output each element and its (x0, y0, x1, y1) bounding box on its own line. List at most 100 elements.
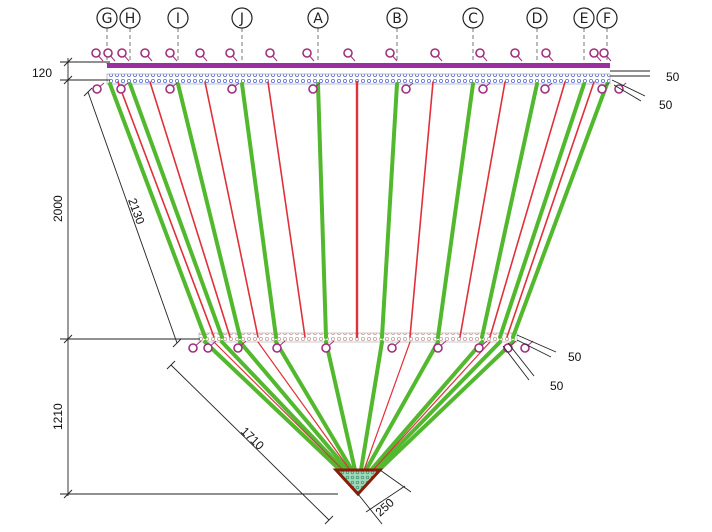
axis-bubble-i (167, 7, 189, 29)
axis-bubble-b (386, 7, 408, 29)
upper-main-bar (480, 82, 539, 339)
upper-main-bar (380, 82, 399, 339)
top-node (541, 48, 551, 58)
upper-main-bar (498, 82, 586, 339)
lower-secondary-bar (257, 341, 351, 471)
axis-bubble-g (96, 7, 118, 29)
top-node (589, 48, 599, 58)
axis-label-d: D (532, 11, 543, 27)
dim-inclined-lower: 1710 (238, 424, 267, 453)
axis-label-b: B (392, 11, 402, 27)
upper-main-bar (176, 82, 242, 339)
upper-main-bar (316, 82, 328, 339)
upper-secondary-bar (489, 81, 566, 338)
axis-bubble-c (462, 7, 484, 29)
dim-offset-top-1: 50 (666, 70, 680, 84)
top-node (510, 48, 520, 58)
axis-label-f: F (603, 11, 611, 27)
axis-label-c: C (468, 11, 478, 27)
dim-offset-mid-2: 50 (550, 379, 564, 393)
upper-main-bar (108, 82, 207, 339)
lower-main-bar (364, 340, 440, 472)
dim-apex-width: 250 (373, 495, 397, 519)
lower-secondary-bar (372, 341, 491, 471)
lower-secondary-bar (213, 341, 344, 471)
dim-offset-mid-1: 50 (568, 350, 582, 364)
axis-label-e: E (580, 11, 589, 27)
lower-main-bar (220, 340, 346, 472)
top-node (195, 48, 205, 58)
dim-vertical-upper: 2000 (51, 195, 65, 222)
top-node (302, 48, 312, 58)
middle-node (272, 343, 282, 353)
top-node (430, 48, 440, 58)
under-top-node (92, 84, 102, 94)
upper-main-bar (436, 82, 475, 339)
axis-bubble-e (573, 7, 595, 29)
middle-node (233, 343, 243, 353)
nodes-layer (91, 48, 627, 353)
upper-main-bar (511, 82, 609, 339)
lower-main-bar (369, 340, 484, 472)
middle-node (203, 343, 213, 353)
upper-secondary-bar (149, 81, 231, 338)
under-top-node (308, 84, 318, 94)
under-top-node (116, 84, 126, 94)
lower-secondary-bar (363, 341, 411, 471)
top-node (225, 48, 235, 58)
under-top-node (540, 84, 550, 94)
dim-offset-top-2: 50 (659, 98, 673, 112)
axis-label-i: I (176, 11, 180, 27)
top-slab-mesh (106, 73, 611, 85)
top-node (91, 48, 101, 58)
top-node (599, 48, 609, 58)
lower-main-bar (203, 340, 342, 472)
middle-node (503, 343, 513, 353)
top-node (265, 48, 275, 58)
upper-secondary-bar (117, 81, 215, 338)
lower-main-bar (324, 340, 357, 472)
under-top-node (165, 84, 175, 94)
top-node (103, 48, 113, 58)
upper-secondary-bar (204, 81, 259, 338)
middle-node (433, 343, 443, 353)
axis-label-a: A (313, 11, 323, 27)
axis-bubble-j (231, 7, 253, 29)
lower-main-bar (373, 340, 502, 472)
dim-inclined-upper: 2130 (125, 196, 147, 226)
upper-main-bar (240, 82, 278, 339)
under-top-node (478, 84, 488, 94)
apex-triangle (332, 468, 384, 497)
lower-main-bar (274, 340, 354, 472)
upper-secondary-bar (459, 81, 506, 338)
lower-main-bar (377, 340, 515, 472)
dim-top-beam-height: 120 (32, 66, 52, 80)
axis-bubble-a (307, 7, 329, 29)
top-node (385, 48, 395, 58)
bars-layer (108, 80, 609, 472)
dim-vertical-lower: 1210 (51, 403, 65, 430)
dimension-lines (60, 57, 650, 525)
top-node (343, 48, 353, 58)
axis-bubble-h (119, 7, 141, 29)
top-node (117, 48, 127, 58)
middle-node (474, 343, 484, 353)
middle-node (188, 343, 198, 353)
upper-secondary-bar (267, 81, 306, 338)
axis-bubble-f (596, 7, 618, 29)
middle-node (387, 343, 397, 353)
top-node (165, 48, 175, 58)
axis-label-g: G (102, 11, 113, 27)
under-top-node (401, 84, 411, 94)
apex-node (332, 468, 384, 497)
axis-label-j: J (239, 11, 244, 27)
top-node (475, 48, 485, 58)
top-beam-purple (107, 63, 610, 68)
lower-main-bar (238, 340, 350, 472)
upper-main-bar (128, 82, 224, 339)
middle-node (321, 343, 331, 353)
axis-label-h: H (125, 11, 136, 27)
top-node (140, 48, 150, 58)
